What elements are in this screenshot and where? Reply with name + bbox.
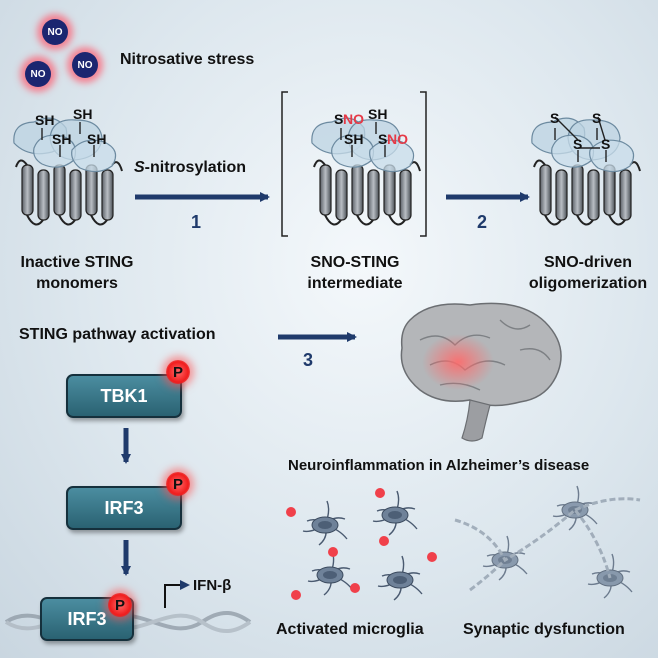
oligomerization-label-line1: SNO-driven <box>543 254 633 271</box>
sno-no-label: NO <box>343 111 364 127</box>
microglia-panel <box>286 488 437 601</box>
sno-sting-label-line2: intermediate <box>307 275 403 292</box>
nitrosative-stress-label: Nitrosative stress <box>120 51 255 68</box>
phosphate-badge: P <box>108 593 132 617</box>
transcription-arrow <box>164 580 190 608</box>
phosphate-badge: P <box>166 472 190 496</box>
step-number-1: 1 <box>191 212 202 232</box>
sno-sulfur-label: S <box>334 111 344 127</box>
nitrosylation-text: -nitrosylation <box>144 159 247 176</box>
disulfide-label: S <box>550 110 560 126</box>
tbk1-box: TBK1 <box>66 374 182 418</box>
thiol-label: SH <box>344 131 364 147</box>
no-molecule: NO <box>72 52 98 78</box>
thiol-label: SH <box>35 112 55 128</box>
sno-sting-label-line1: SNO-STING <box>310 254 400 271</box>
thiol-stems <box>41 122 607 162</box>
synaptic-neurons-panel <box>454 485 641 599</box>
thiol-label: SH <box>52 131 72 147</box>
ifn-beta-label: IFN-β <box>193 577 232 594</box>
thiol-label: SH <box>368 106 388 122</box>
s-italic: S <box>134 159 145 176</box>
synaptic-dysfunction-label: Synaptic dysfunction <box>463 621 625 638</box>
disulfide-label: S <box>592 110 602 126</box>
no-molecule: NO <box>25 61 51 87</box>
step-number-3: 3 <box>303 350 314 370</box>
thiol-label: SH <box>87 131 107 147</box>
inactive-sting-label-line2: monomers <box>36 275 118 292</box>
phosphate-badge: P <box>166 360 190 384</box>
disulfide-label: S <box>573 136 583 152</box>
disulfide-label: S <box>601 136 611 152</box>
brain-illustration <box>400 302 562 442</box>
sno-no-label: NO <box>387 131 408 147</box>
inactive-sting-label-line1: Inactive STING <box>20 254 134 271</box>
pathway-activation-label: STING pathway activation <box>19 326 216 343</box>
activated-microglia-label: Activated microglia <box>276 621 424 638</box>
s-nitrosylation-label: S-nitrosylation <box>134 159 246 177</box>
sno-sting-structure <box>281 91 427 237</box>
thiol-label: SH <box>73 106 93 122</box>
irf3-box: IRF3 <box>66 486 182 530</box>
neuroinflammation-label: Neuroinflammation in Alzheimer’s disease <box>288 457 590 474</box>
oligomerization-label-line2: oligomerization <box>528 275 648 292</box>
sno-sulfur-label: S <box>378 131 388 147</box>
no-molecule: NO <box>42 19 68 45</box>
oligomer-structure <box>531 116 641 226</box>
step-number-2: 2 <box>477 212 488 232</box>
